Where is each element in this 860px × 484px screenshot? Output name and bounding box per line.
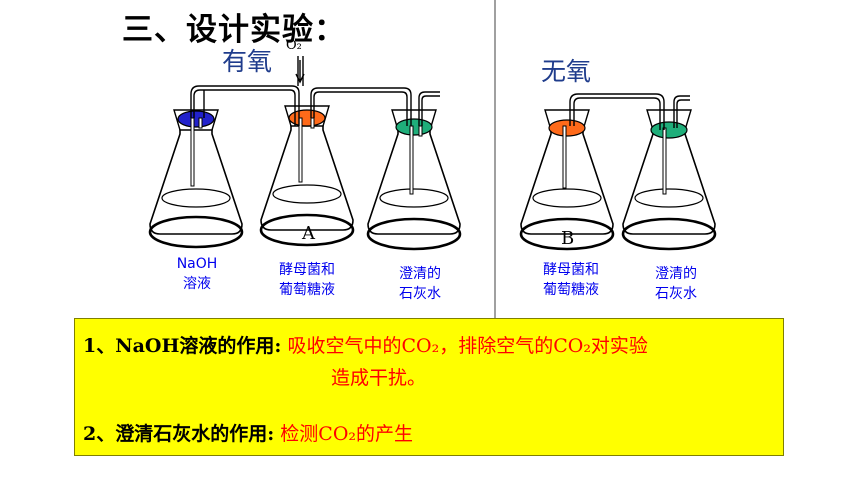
explanation-item-2: 2、澄清石灰水的作用: 检测CO₂的产生: [83, 419, 413, 446]
flask-lime-b: [621, 109, 717, 251]
aerobic-label: 有氧: [222, 47, 273, 76]
lime-a-label: 澄清的 石灰水: [399, 266, 441, 302]
yeast-b-label: 酵母菌和 葡萄糖液: [543, 262, 599, 298]
page-title: 三、设计实验：: [122, 12, 346, 48]
stopper-naoh: [177, 110, 215, 128]
explanation-item-1: 1、NaOH溶液的作用: 吸收空气中的CO₂，排除空气的CO₂对实验: [83, 331, 648, 358]
oxygen-inlet-label: O₂: [286, 38, 302, 53]
stopper-lime-b: [650, 121, 688, 139]
divider-line: [494, 0, 496, 318]
tubing-anaerobic: [569, 93, 690, 130]
stopper-yeast-b: [548, 119, 586, 137]
explanation-box: 1、NaOH溶液的作用: 吸收空气中的CO₂，排除空气的CO₂对实验 造成干扰。…: [74, 318, 784, 456]
item1-answer: 吸收空气中的CO₂，排除空气的CO₂对实验: [287, 335, 648, 357]
flask-yeast-b: [519, 109, 615, 251]
stopper-lime-a: [395, 118, 433, 136]
flask-a-letter: A: [302, 223, 315, 244]
flask-yeast-a: [259, 105, 355, 247]
item2-lead: 2、澄清石灰水的作用:: [83, 423, 275, 445]
o2-arrow: [295, 60, 305, 84]
lime-b-label: 澄清的 石灰水: [655, 266, 697, 302]
flask-lime-a: [366, 109, 462, 251]
yeast-a-label: 酵母菌和 葡萄糖液: [279, 262, 335, 298]
flask-naoh: [148, 109, 244, 249]
item1-lead: 1、NaOH溶液的作用:: [83, 335, 282, 357]
flask-b-letter: B: [561, 228, 575, 249]
item2-answer: 检测CO₂的产生: [280, 423, 414, 445]
naoh-label: NaOH 溶液: [176, 256, 218, 292]
item1-answer-continued: 造成干扰。: [331, 367, 427, 389]
apparatus-diagram: [148, 56, 717, 251]
tubing-aerobic: [190, 56, 440, 126]
stopper-yeast-a: [288, 109, 326, 127]
anaerobic-label: 无氧: [541, 57, 592, 86]
